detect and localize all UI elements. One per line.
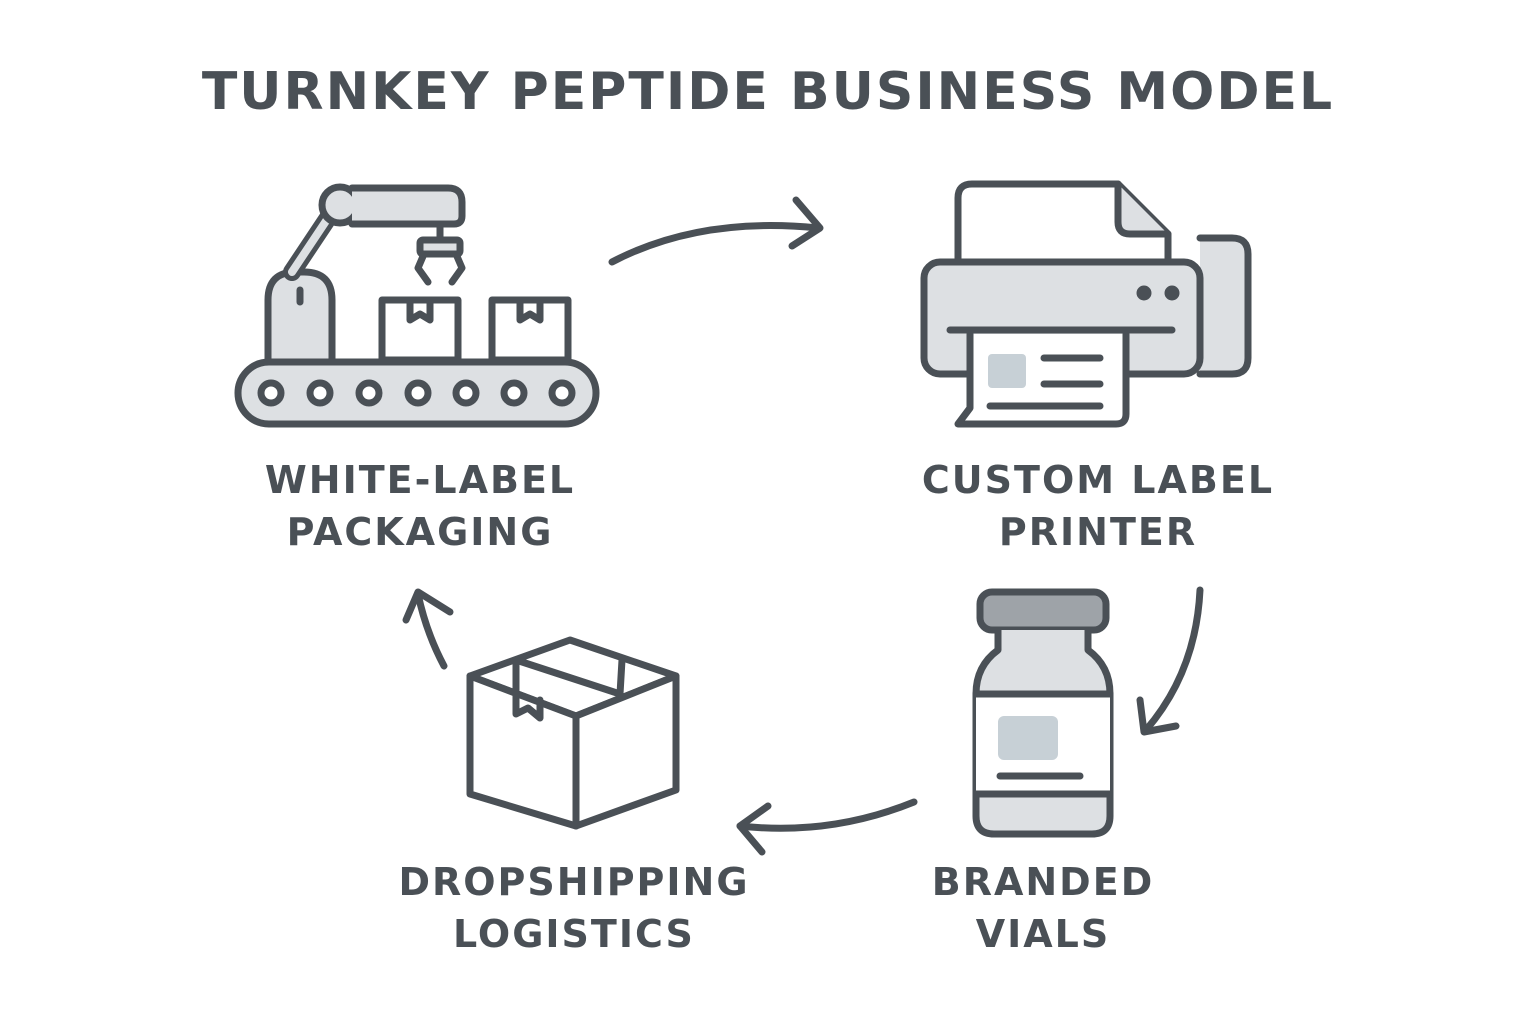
node-label-line: PACKAGING: [286, 510, 554, 554]
node-label-line: LOGISTICS: [453, 912, 695, 956]
node-label-line: VIALS: [975, 912, 1111, 956]
node-label-line: DROPSHIPPING: [398, 860, 750, 904]
node-label-line: BRANDED: [931, 860, 1155, 904]
flow-arrow-vials-to-logistics: [736, 798, 918, 856]
flow-arrow-packaging-to-printer: [608, 196, 824, 266]
node-label-line: PRINTER: [998, 510, 1198, 554]
diagram-title: TURNKEY PEPTIDE BUSINESS MODEL: [201, 62, 1335, 122]
node-label-printer: CUSTOM LABEL PRINTER: [898, 454, 1298, 558]
flow-arrow-logistics-to-packaging: [402, 588, 454, 670]
node-label-logistics: DROPSHIPPING LOGISTICS: [374, 856, 774, 960]
box-icon: [466, 636, 680, 830]
vial-icon: [972, 588, 1114, 838]
node-label-vials: BRANDED VIALS: [843, 856, 1243, 960]
conveyor-robot-icon: [234, 183, 600, 428]
node-label-packaging: WHITE-LABEL PACKAGING: [220, 454, 620, 558]
printer-icon: [920, 180, 1252, 428]
node-label-line: CUSTOM LABEL: [921, 458, 1275, 502]
node-label-line: WHITE-LABEL: [264, 458, 576, 502]
flow-arrow-printer-to-vials: [1136, 586, 1204, 736]
